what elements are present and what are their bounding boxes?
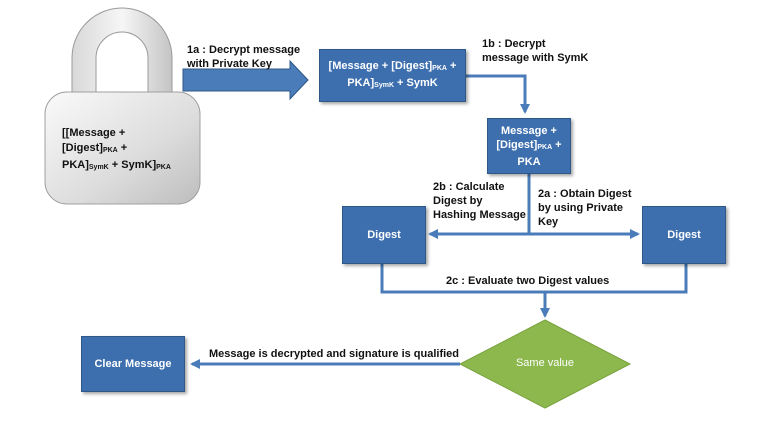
same-value-label: Same value [515,357,575,369]
digest-left-box: Digest [342,206,426,264]
step-1b-line1: 1b : Decrypt [482,38,546,50]
lock-line3-sub: SymK [88,164,109,171]
step-1a-line2: with Private Key [187,58,272,70]
step-2a-label: 2a : Obtain Digest by using Private Key [538,187,632,229]
decrypted-line1: Message + [501,124,557,137]
same-value-diamond [458,319,632,409]
decrypted-line3: PKA [517,155,541,168]
arrow-1b [466,74,530,114]
step-2c-label: 2c : Evaluate two Digest values [446,275,610,287]
step-2b-line3: Hashing Message [433,209,526,221]
step-1a-line1: 1a : Decrypt message [187,44,301,56]
step-2a-line3: Key [538,216,559,228]
lock-line2-end: + [117,142,128,154]
digest-left-label: Digest [367,229,401,241]
encrypted-line2: PKA] [347,76,375,89]
step-2b-line1: 2b : Calculate [433,181,505,193]
lock-line3-sub2: PKA [156,164,171,171]
step-1b-label: 1b : Decrypt message with SymK [482,37,588,65]
lock-line2: [Digest] [62,142,103,154]
decrypted-line2: [Digest] [496,138,538,151]
encrypted-line2-sub: SymK [374,81,394,89]
encrypted-line1-end: + [446,59,457,72]
padlock-icon [44,7,201,205]
digest-right-box: Digest [642,206,726,264]
lock-line1: [[Message + [62,127,126,139]
lock-line2-sub: PKA [102,147,118,154]
decrypted-line2-end: + [552,138,562,151]
encrypted-line1-sub: PKA [432,64,447,72]
lock-line3: PKA] [62,159,89,171]
clear-message-label: Clear Message [94,358,172,370]
arrow-1a [182,59,309,101]
step-2b-line2: Digest by [433,195,483,207]
step-2a-line1: 2a : Obtain Digest [538,188,632,200]
encrypted-line2-end: + SymK [394,76,438,89]
connector-2c [380,264,688,294]
clear-message-box: Clear Message [81,336,185,392]
final-step-label: Message is decrypted and signature is qu… [209,348,460,360]
step-1a-label: 1a : Decrypt message with Private Key [187,43,300,71]
decrypted-line2-sub: PKA [537,143,553,151]
encrypted-line1: [Message + [Digest] [328,59,433,72]
step-2a-line2: by using Private [538,202,623,214]
step-2b-label: 2b : Calculate Digest by Hashing Message [433,180,526,222]
decrypted-message-box: Message + [Digest]PKA + PKA [487,118,571,174]
digest-right-label: Digest [667,229,701,241]
lock-line3-mid: + SymK] [108,159,157,171]
lock-label: [[Message + [Digest]PKA + PKA]SymK + Sym… [62,126,171,175]
encrypted-message-box: [Message + [Digest]PKA + PKA]SymK + SymK [319,49,466,102]
step-1b-line2: message with SymK [482,52,589,64]
